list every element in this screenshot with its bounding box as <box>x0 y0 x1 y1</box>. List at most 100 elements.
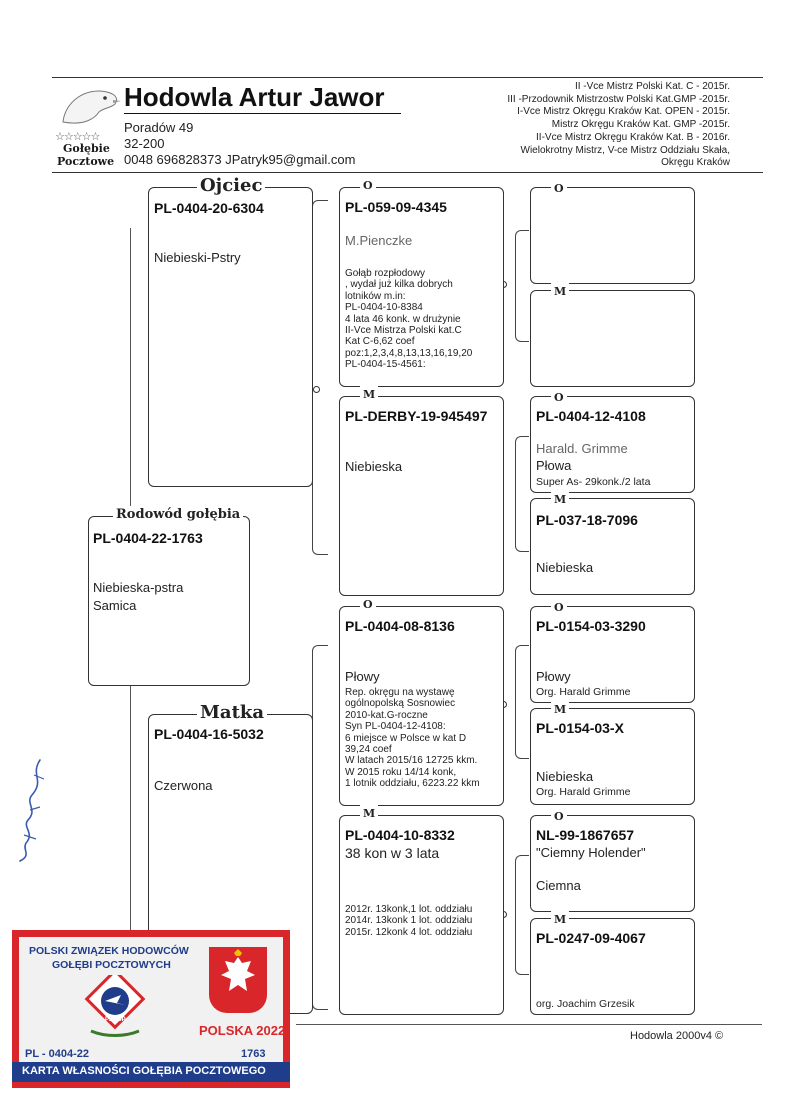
mmf-ring: NL-99-1867657 <box>536 827 635 843</box>
card-footer-text: KARTA WŁASNOŚCI GOŁĘBIA POCZTOWEGO <box>22 1065 266 1077</box>
logo-text-1: Gołębie <box>63 142 110 155</box>
pigeon-logo-icon <box>62 90 121 124</box>
father-bracket <box>312 200 328 555</box>
fmf-note: Super As- 29konk./2 lata <box>536 476 651 488</box>
fmm-title: M <box>551 491 570 509</box>
achievement-7: Okręgu Kraków <box>661 157 730 169</box>
logo-stars: ☆☆☆☆☆ <box>55 131 100 143</box>
ffm-title: M <box>551 283 570 301</box>
pigeon-logo: ☆☆☆☆☆ Gołębie Pocztowe <box>55 82 125 172</box>
ownership-card: POLSKI ZWIĄZEK HODOWCÓW GOŁĘBI POCZTOWYC… <box>12 930 290 1088</box>
fmf-color: Płowa <box>536 458 572 473</box>
ffm-box[interactable]: M <box>530 283 695 387</box>
card-inner: POLSKI ZWIĄZEK HODOWCÓW GOŁĘBI POCZTOWYC… <box>19 937 285 1047</box>
mm-box[interactable]: M PL-0404-10-8332 38 kon w 3 lata 2012r.… <box>339 805 504 1015</box>
mf-notes: Rep. okręgu na wystawę ogólnopolską Sosn… <box>345 687 480 790</box>
mm-notes: 2012r. 13konk,1 lot. oddziału 2014r. 13k… <box>345 904 473 938</box>
mmm-note: org. Joachim Grzesik <box>536 998 635 1010</box>
card-ring-strip: PL - 0404-22 1763 <box>19 1047 283 1062</box>
fmf-ring: PL-0404-12-4108 <box>536 408 646 424</box>
header-bottom-rule <box>52 172 763 173</box>
card-footer-band: KARTA WŁASNOŚCI GOŁĘBIA POCZTOWEGO <box>12 1062 290 1082</box>
mmf-box[interactable]: O NL-99-1867657 "Ciemny Holender" Ciemna <box>530 808 695 912</box>
mf-title: O <box>360 596 376 614</box>
mff-note: Org. Harald Grimme <box>536 686 631 698</box>
ff-box[interactable]: O PL-059-09-4345 M.Pienczke Gołąb rozpło… <box>339 177 504 387</box>
father-title: Ojciec <box>197 177 266 195</box>
subject-title: Rodowód gołębia <box>113 506 244 524</box>
achievement-3: I-Vce Mistrz Okręgu Kraków Kat. OPEN - 2… <box>517 106 730 118</box>
mff-ring: PL-0154-03-3290 <box>536 618 646 634</box>
father-connector <box>313 386 320 393</box>
fm-box[interactable]: M PL-DERBY-19-945497 Niebieska <box>339 386 504 596</box>
mmf-color: Ciemna <box>536 878 581 893</box>
achievement-1: II -Vce Mistrz Polski Kat. C - 2015r. <box>574 81 730 92</box>
mfm-ring: PL-0154-03-X <box>536 720 624 736</box>
mmf-name: "Ciemny Holender" <box>536 845 646 860</box>
fmm-color: Niebieska <box>536 560 594 575</box>
achievement-2: III -Przodownik Mistrzostw Polski Kat.GM… <box>507 93 730 105</box>
fmf-box[interactable]: O PL-0404-12-4108 Harald. Grimme Płowa S… <box>530 389 695 493</box>
card-ring-right: 1763 <box>241 1048 266 1060</box>
mmm-box[interactable]: M PL-0247-09-4067 org. Joachim Grzesik <box>530 911 695 1015</box>
footer-credit: Hodowla 2000v4 © <box>630 1030 724 1042</box>
mf-color: Płowy <box>345 669 380 684</box>
fff-title: O <box>551 180 567 198</box>
mm-bracket <box>515 855 529 975</box>
ff-notes: Gołąb rozpłodowy , wydał już kilka dobry… <box>345 268 473 371</box>
card-line-2: GOŁĘBI POCZTOWYCH <box>52 959 171 971</box>
mff-title: O <box>551 599 567 617</box>
mff-box[interactable]: O PL-0154-03-3290 Płowy Org. Harald Grim… <box>530 599 695 703</box>
mmf-title: O <box>551 808 567 826</box>
footer-rule <box>296 1024 762 1025</box>
mother-ring: PL-0404-16-5032 <box>154 726 264 742</box>
fmf-title: O <box>551 389 567 407</box>
father-color: Niebieski-Pstry <box>154 250 241 265</box>
mfm-box[interactable]: M PL-0154-03-X Niebieska Org. Harald Gri… <box>530 701 695 805</box>
mfm-note: Org. Harald Grimme <box>536 786 631 798</box>
mfm-color: Niebieska <box>536 769 594 784</box>
fmf-breeder: Harald. Grimme <box>536 441 628 456</box>
eagle-icon <box>221 949 255 991</box>
subject-ring: PL-0404-22-1763 <box>93 530 203 546</box>
achievement-6: Wielokrotny Mistrz, V-ce Mistrz Oddziału… <box>520 144 731 156</box>
header-top-rule <box>52 77 763 78</box>
card-ring-left: PL - 0404-22 <box>25 1048 90 1060</box>
achievement-5: II-Vce Mistrz Okręgu Kraków Kat. B - 201… <box>536 131 730 143</box>
ff-ring: PL-059-09-4345 <box>345 199 447 215</box>
fmm-box[interactable]: M PL-037-18-7096 Niebieska <box>530 491 695 595</box>
mf-bracket <box>515 645 529 759</box>
signature <box>19 759 45 862</box>
breeder-title-underline <box>124 113 401 114</box>
mother-bracket <box>312 645 328 1010</box>
ff-title: O <box>360 177 376 195</box>
pzhgp-logo-label: PZHGP <box>105 1017 126 1023</box>
mother-color: Czerwona <box>154 778 213 793</box>
address-line-2: 32-200 <box>124 136 165 151</box>
mf-box[interactable]: O PL-0404-08-8136 Płowy Rep. okręgu na w… <box>339 596 504 806</box>
fff-box[interactable]: O <box>530 180 695 284</box>
mm-title: M <box>360 805 379 823</box>
address-line-1: Poradów 49 <box>124 120 194 135</box>
ff-breeder: M.Pienczke <box>345 233 413 248</box>
fm-title: M <box>360 386 379 404</box>
mm-summary: 38 kon w 3 lata <box>345 845 440 861</box>
mf-ring: PL-0404-08-8136 <box>345 618 455 634</box>
logo-text-2: Pocztowe <box>57 155 115 168</box>
breeder-title: Hodowla Artur Jawor <box>124 82 385 112</box>
achievements-list: II -Vce Mistrz Polski Kat. C - 2015r. II… <box>507 81 730 170</box>
mff-color: Płowy <box>536 669 571 684</box>
mother-title: Matka <box>197 704 268 722</box>
mmm-ring: PL-0247-09-4067 <box>536 930 646 946</box>
ff-bracket <box>515 230 529 342</box>
card-line-1: POLSKI ZWIĄZEK HODOWCÓW <box>29 945 189 957</box>
polish-eagle-shield <box>209 947 267 1013</box>
mmm-title: M <box>551 911 570 929</box>
subject-box[interactable]: Rodowód gołębia PL-0404-22-1763 Niebiesk… <box>88 506 250 686</box>
subject-sex: Samica <box>93 598 137 613</box>
father-ring: PL-0404-20-6304 <box>154 200 264 216</box>
fm-bracket <box>515 436 529 552</box>
pzhgp-logo-icon <box>84 975 146 1037</box>
father-box[interactable]: Ojciec PL-0404-20-6304 Niebieski-Pstry <box>148 177 313 487</box>
fm-ring: PL-DERBY-19-945497 <box>345 408 488 424</box>
